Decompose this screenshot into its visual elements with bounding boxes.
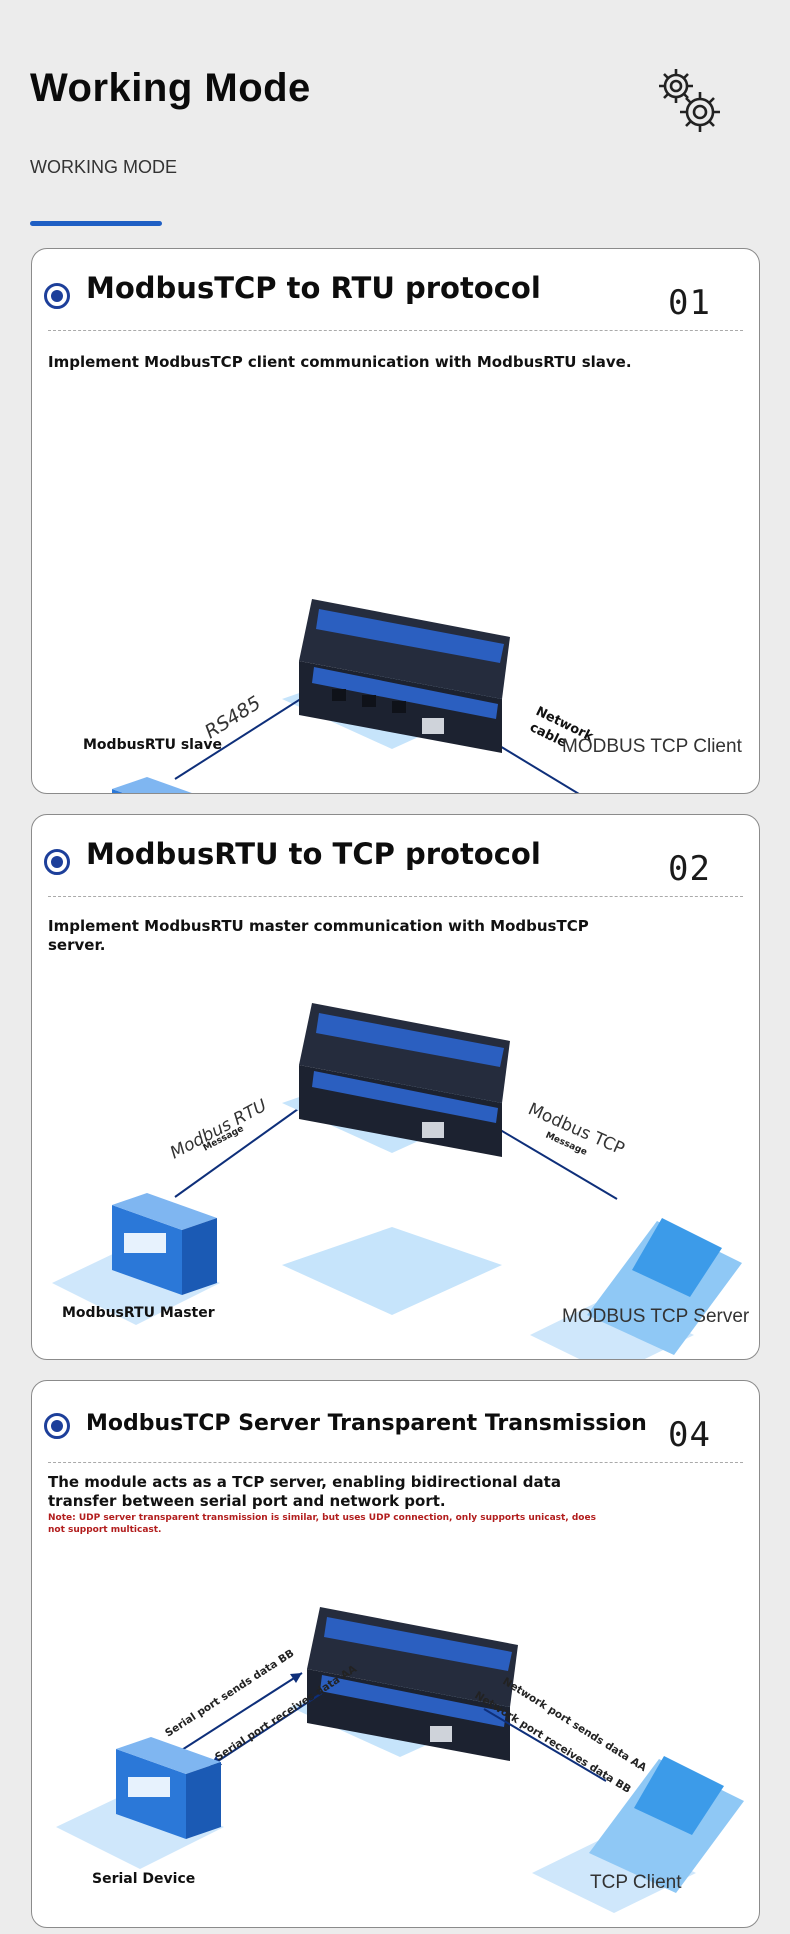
node-label-left: ModbusRTU Master — [62, 1305, 215, 1321]
node-label-right: TCP Client — [590, 1872, 682, 1893]
divider — [48, 1462, 743, 1463]
page-subtitle: WORKING MODE — [30, 157, 177, 177]
card-number: 04 — [668, 1415, 711, 1455]
gear-icon — [659, 69, 720, 132]
mode-card-2: ModbusRTU to TCP protocol 02 Implement M… — [31, 814, 760, 1360]
laptop-icon — [530, 1218, 742, 1359]
link-line — [479, 733, 580, 793]
divider — [48, 330, 743, 331]
node-label-left: ModbusRTU slave — [83, 737, 223, 753]
page-title: Working Mode — [30, 66, 311, 110]
diagram-card-1: RS485 Network cable — [112, 599, 596, 793]
link-label-rs485: RS485 — [201, 692, 265, 743]
gateway-device — [299, 599, 510, 753]
bullet-icon — [44, 849, 70, 875]
card-number: 01 — [668, 283, 711, 323]
node-label-right: MODBUS TCP Client — [562, 736, 742, 757]
link-label-modbus-rtu: Modbus RTU — [167, 1096, 271, 1164]
card-description: Implement ModbusRTU master communication… — [48, 917, 589, 954]
card-title: ModbusRTU to TCP protocol — [86, 837, 541, 871]
server-icon — [56, 1737, 224, 1869]
card-number: 02 — [668, 849, 711, 889]
bullet-icon — [44, 1413, 70, 1439]
server-icon — [52, 1193, 220, 1325]
diagram-card-3: Serial port sends data BB Serial port re… — [56, 1607, 744, 1913]
mode-card-3: ModbusTCP Server Transparent Transmissio… — [31, 1380, 760, 1928]
mode-card-1: ModbusTCP to RTU protocol 01 Implement M… — [31, 248, 760, 794]
node-label-left: Serial Device — [92, 1871, 196, 1887]
card-note: Note: UDP server transparent transmissio… — [48, 1513, 596, 1535]
server-icon — [112, 777, 192, 793]
gateway-device — [282, 1003, 510, 1157]
title-underline — [30, 221, 162, 226]
bullet-icon — [44, 283, 70, 309]
gateway-device — [290, 1607, 518, 1761]
card-title: ModbusTCP to RTU protocol — [86, 271, 541, 305]
divider — [48, 896, 743, 897]
card-description: The module acts as a TCP server, enablin… — [48, 1473, 561, 1510]
diagram-card-2: Modbus RTU Message Modbus TCP Message — [52, 1003, 742, 1359]
card-description: Implement ModbusTCP client communication… — [48, 353, 632, 371]
node-label-right: MODBUS TCP Server — [562, 1306, 750, 1327]
laptop-icon — [532, 1756, 744, 1913]
card-title: ModbusTCP Server Transparent Transmissio… — [86, 1411, 647, 1436]
